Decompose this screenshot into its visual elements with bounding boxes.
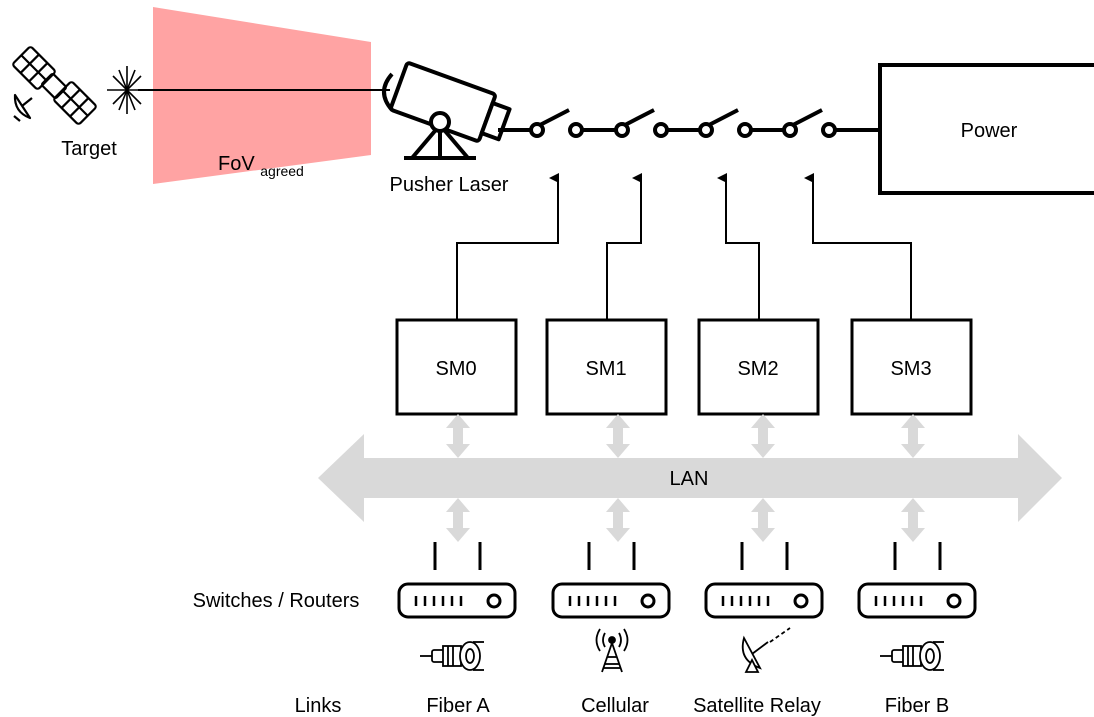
sm-label-2: SM2	[737, 358, 778, 380]
sm-label-3: SM3	[890, 358, 931, 380]
sm-box-3: SM3	[850, 318, 973, 416]
satellite-dish-icon	[741, 627, 791, 673]
fov-label: FoV agreed	[218, 153, 304, 179]
lan-router2-connector	[751, 498, 775, 542]
lan-router1-connector	[606, 498, 630, 542]
lan-bus-arrow	[318, 434, 1062, 522]
switches-routers-label: Switches / Routers	[193, 590, 360, 612]
router-icon	[857, 542, 977, 619]
pusher-laser-label: Pusher Laser	[390, 174, 509, 196]
telescope-icon	[382, 61, 512, 160]
control-line-sm0	[456, 173, 559, 320]
satellite-icon	[12, 46, 97, 125]
sm-label-1: SM1	[585, 358, 626, 380]
router-icon	[704, 542, 824, 619]
lan-label: LAN	[670, 468, 709, 490]
lan-router0-connector	[446, 498, 470, 542]
power-box	[878, 63, 1094, 195]
link-label-fiber-a: Fiber A	[426, 695, 490, 717]
kill-switch-0	[529, 108, 584, 138]
links-label: Links	[295, 695, 342, 717]
cell-tower-icon	[595, 628, 629, 673]
link-label-satellite-relay: Satellite Relay	[693, 695, 821, 717]
fiber-connector-icon	[880, 641, 944, 671]
fov-label-subscript: agreed	[260, 163, 304, 179]
fov-cone	[153, 7, 371, 184]
router-icon	[397, 542, 517, 619]
switch-chain	[498, 108, 880, 138]
kill-switch-3	[782, 108, 837, 138]
kill-switch-2	[698, 108, 753, 138]
router-icon	[551, 542, 671, 619]
sm2-lan-connector	[751, 414, 775, 458]
sm-box-0: SM0	[395, 318, 518, 416]
fiber-connector-icon	[420, 641, 484, 671]
sm0-lan-connector	[446, 414, 470, 458]
sm1-lan-connector	[606, 414, 630, 458]
control-lines	[456, 173, 912, 320]
power-label: Power	[961, 120, 1018, 142]
link-label-cellular: Cellular	[581, 695, 649, 717]
target-label: Target	[61, 138, 117, 160]
link-label-fiber-b: Fiber B	[885, 695, 949, 717]
laser-spark-icon	[107, 66, 147, 114]
sm3-lan-connector	[901, 414, 925, 458]
sm-box-2: SM2	[697, 318, 820, 416]
sm-box-1: SM1	[545, 318, 668, 416]
lan-router3-connector	[901, 498, 925, 542]
control-line-sm2	[717, 173, 760, 320]
kill-switch-1	[614, 108, 669, 138]
fov-label-main: FoV	[218, 153, 255, 175]
control-line-sm1	[606, 173, 642, 320]
control-line-sm3	[804, 173, 912, 320]
sm-label-0: SM0	[435, 358, 476, 380]
